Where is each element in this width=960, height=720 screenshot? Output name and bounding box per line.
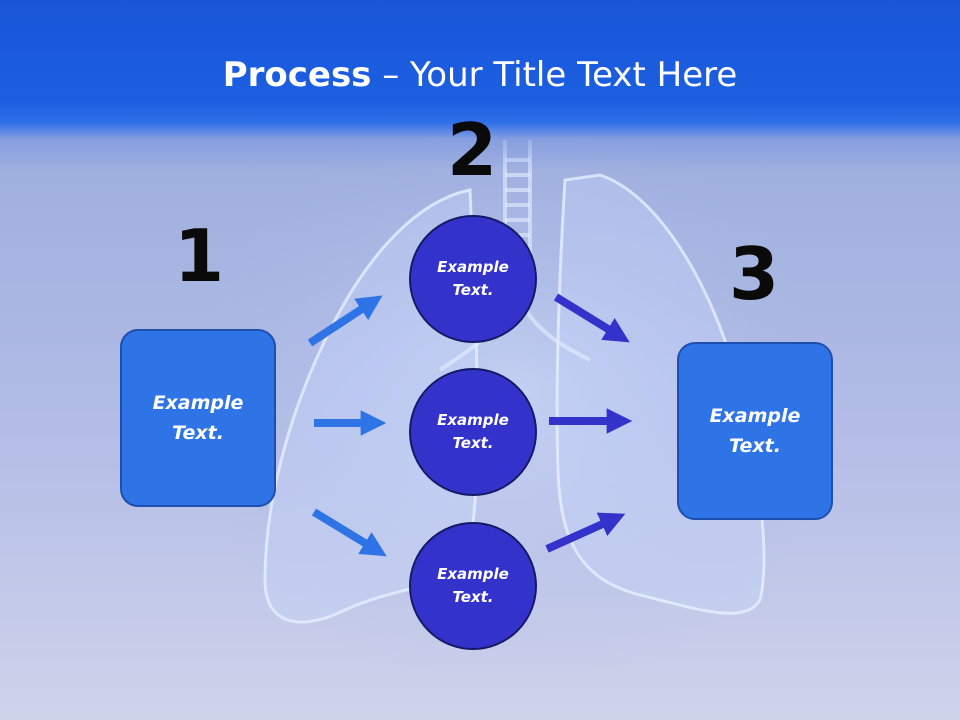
process-circle-bottom: Example Text. bbox=[409, 522, 537, 650]
circle-middle-line2: Text. bbox=[452, 434, 494, 452]
step-number-3: 3 bbox=[728, 232, 780, 316]
circle-middle-line1: Example bbox=[437, 411, 509, 429]
right-process-box: Example Text. bbox=[677, 342, 833, 520]
slide-title: Process – Your Title Text Here bbox=[0, 52, 960, 98]
circle-top-line2: Text. bbox=[452, 281, 494, 299]
title-bold: Process bbox=[222, 55, 372, 95]
left-box-line1: Example bbox=[152, 392, 244, 414]
arrow-left-to-bottom bbox=[311, 508, 387, 557]
right-box-line2: Text. bbox=[729, 435, 781, 457]
arrow-bottom-to-right bbox=[545, 512, 626, 553]
circle-bottom-line1: Example bbox=[437, 565, 509, 583]
process-circle-middle: Example Text. bbox=[409, 368, 537, 496]
right-box-line1: Example bbox=[709, 405, 801, 427]
arrow-left-to-top bbox=[307, 295, 383, 347]
circle-bottom-line2: Text. bbox=[452, 588, 494, 606]
step-number-2: 2 bbox=[446, 108, 498, 192]
left-box-line2: Text. bbox=[172, 422, 224, 444]
title-rest: – Your Title Text Here bbox=[371, 55, 738, 95]
arrow-top-to-right bbox=[553, 293, 630, 343]
title-band bbox=[0, 0, 960, 170]
process-circle-top: Example Text. bbox=[409, 215, 537, 343]
left-process-box: Example Text. bbox=[120, 329, 276, 507]
step-number-1: 1 bbox=[173, 214, 225, 298]
circle-top-line1: Example bbox=[437, 258, 509, 276]
